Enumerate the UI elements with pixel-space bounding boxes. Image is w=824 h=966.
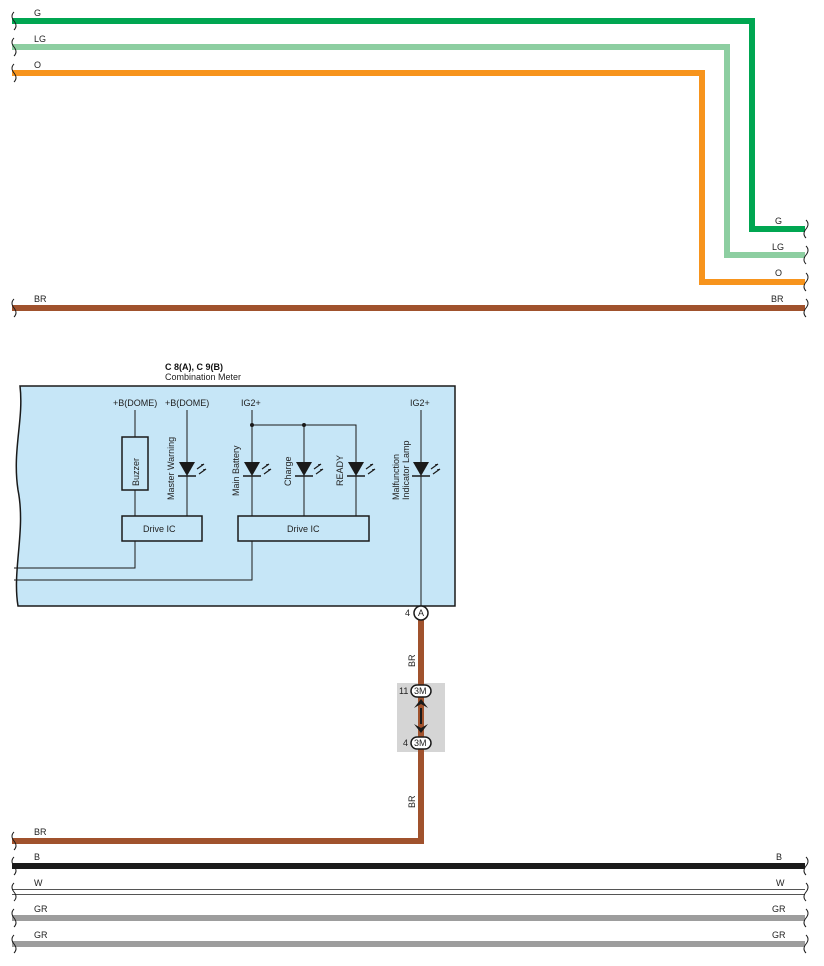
drive-ic-1-label: Drive IC xyxy=(143,524,176,534)
break-mark xyxy=(11,63,17,83)
break-mark xyxy=(803,245,809,265)
drive-ic-2 xyxy=(237,515,370,542)
wire-label-gr-1: GR xyxy=(34,904,48,914)
meter-pin-conn: A xyxy=(418,608,424,618)
buzzer-supply-label: +B(DOME) xyxy=(113,398,157,408)
wire-label-br-down: BR xyxy=(407,795,417,808)
wire-label-lg: LG xyxy=(34,34,46,44)
bottom-wire-group: BR B W GR GR B W GR GR xyxy=(11,827,809,954)
junction-top-pin xyxy=(410,684,432,698)
combination-meter: C 8(A), C 9(B) Combination Meter +B(DOME… xyxy=(14,362,456,607)
ready-label: READY xyxy=(335,455,345,486)
drive-ic-1 xyxy=(121,515,203,542)
break-mark xyxy=(11,298,17,318)
top-wire-group: G LG O BR G LG O BR xyxy=(11,8,809,318)
break-mark xyxy=(803,272,809,292)
drive-ic-2-label: Drive IC xyxy=(287,524,320,534)
break-mark xyxy=(11,11,17,31)
break-mark xyxy=(11,37,17,57)
buzzer-label: Buzzer xyxy=(131,458,141,486)
junction-top-pin-number: 11 xyxy=(399,686,408,696)
junction-group: A 4 BR 3M 11 3M 4 BR xyxy=(12,605,445,844)
wire-label-w-right: W xyxy=(776,878,785,888)
led-master-warning-icon xyxy=(179,462,195,476)
wire-label-br-right: BR xyxy=(771,294,784,304)
ig2-right-label: IG2+ xyxy=(410,398,430,408)
charge-label: Charge xyxy=(283,456,293,486)
wire-label-w: W xyxy=(34,878,43,888)
ig2-left-label: IG2+ xyxy=(241,398,261,408)
warning-supply-label: +B(DOME) xyxy=(165,398,209,408)
wire-br-vertical xyxy=(12,620,424,844)
wire-label-g-right: G xyxy=(775,216,782,226)
wire-label-o: O xyxy=(34,60,41,70)
wire-label-o-right: O xyxy=(775,268,782,278)
junction-bottom-pin xyxy=(410,736,432,750)
led-malfunction-icon xyxy=(413,462,429,476)
wire-label-gr-1-right: GR xyxy=(772,904,786,914)
junction-bottom-pin-number: 4 xyxy=(403,738,408,748)
connector-chevron-up-icon xyxy=(414,699,428,708)
wire-label-b: B xyxy=(34,852,40,862)
wire-label-g: G xyxy=(34,8,41,18)
wire-label-gr-2: GR xyxy=(34,930,48,940)
wire-o xyxy=(12,70,805,285)
wire-g xyxy=(12,18,805,232)
wire-label-br-bottom: BR xyxy=(34,827,47,837)
wire-label-b-right: B xyxy=(776,852,782,862)
main-battery-label: Main Battery xyxy=(231,445,241,496)
buzzer-box xyxy=(121,436,149,491)
break-mark xyxy=(803,298,809,318)
master-warning-label: Master Warning xyxy=(166,437,176,500)
wire-label-gr-2-right: GR xyxy=(772,930,786,940)
led-ready-icon xyxy=(348,462,364,476)
junction-top-conn: 3M xyxy=(414,686,427,696)
malfunction-label-2: Indicator Lamp xyxy=(401,440,411,500)
meter-connector-title: C 8(A), C 9(B) xyxy=(165,362,223,372)
junction-bottom-conn: 3M xyxy=(414,738,427,748)
meter-name: Combination Meter xyxy=(165,372,241,382)
led-charge-icon xyxy=(296,462,312,476)
wire-label-br-up: BR xyxy=(407,654,417,667)
connector-chevron-down-icon xyxy=(414,724,428,733)
led-main-battery-icon xyxy=(244,462,260,476)
malfunction-label-1: Malfunction xyxy=(391,454,401,500)
wire-label-br: BR xyxy=(34,294,47,304)
meter-pin-circle xyxy=(413,605,429,621)
wire-lg xyxy=(12,44,805,258)
meter-pin-number: 4 xyxy=(405,608,410,618)
wire-label-lg-right: LG xyxy=(772,242,784,252)
break-mark xyxy=(803,219,809,239)
